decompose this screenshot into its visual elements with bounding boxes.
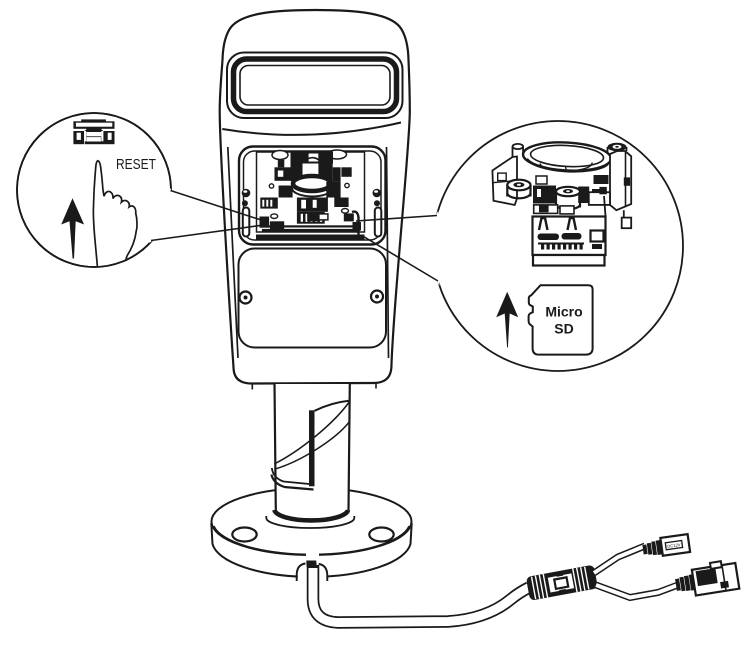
svg-text:Micro: Micro bbox=[545, 304, 582, 320]
svg-text:DC12V: DC12V bbox=[667, 542, 681, 549]
svg-text:SD: SD bbox=[554, 321, 573, 337]
svg-text:RESET: RESET bbox=[116, 157, 156, 173]
